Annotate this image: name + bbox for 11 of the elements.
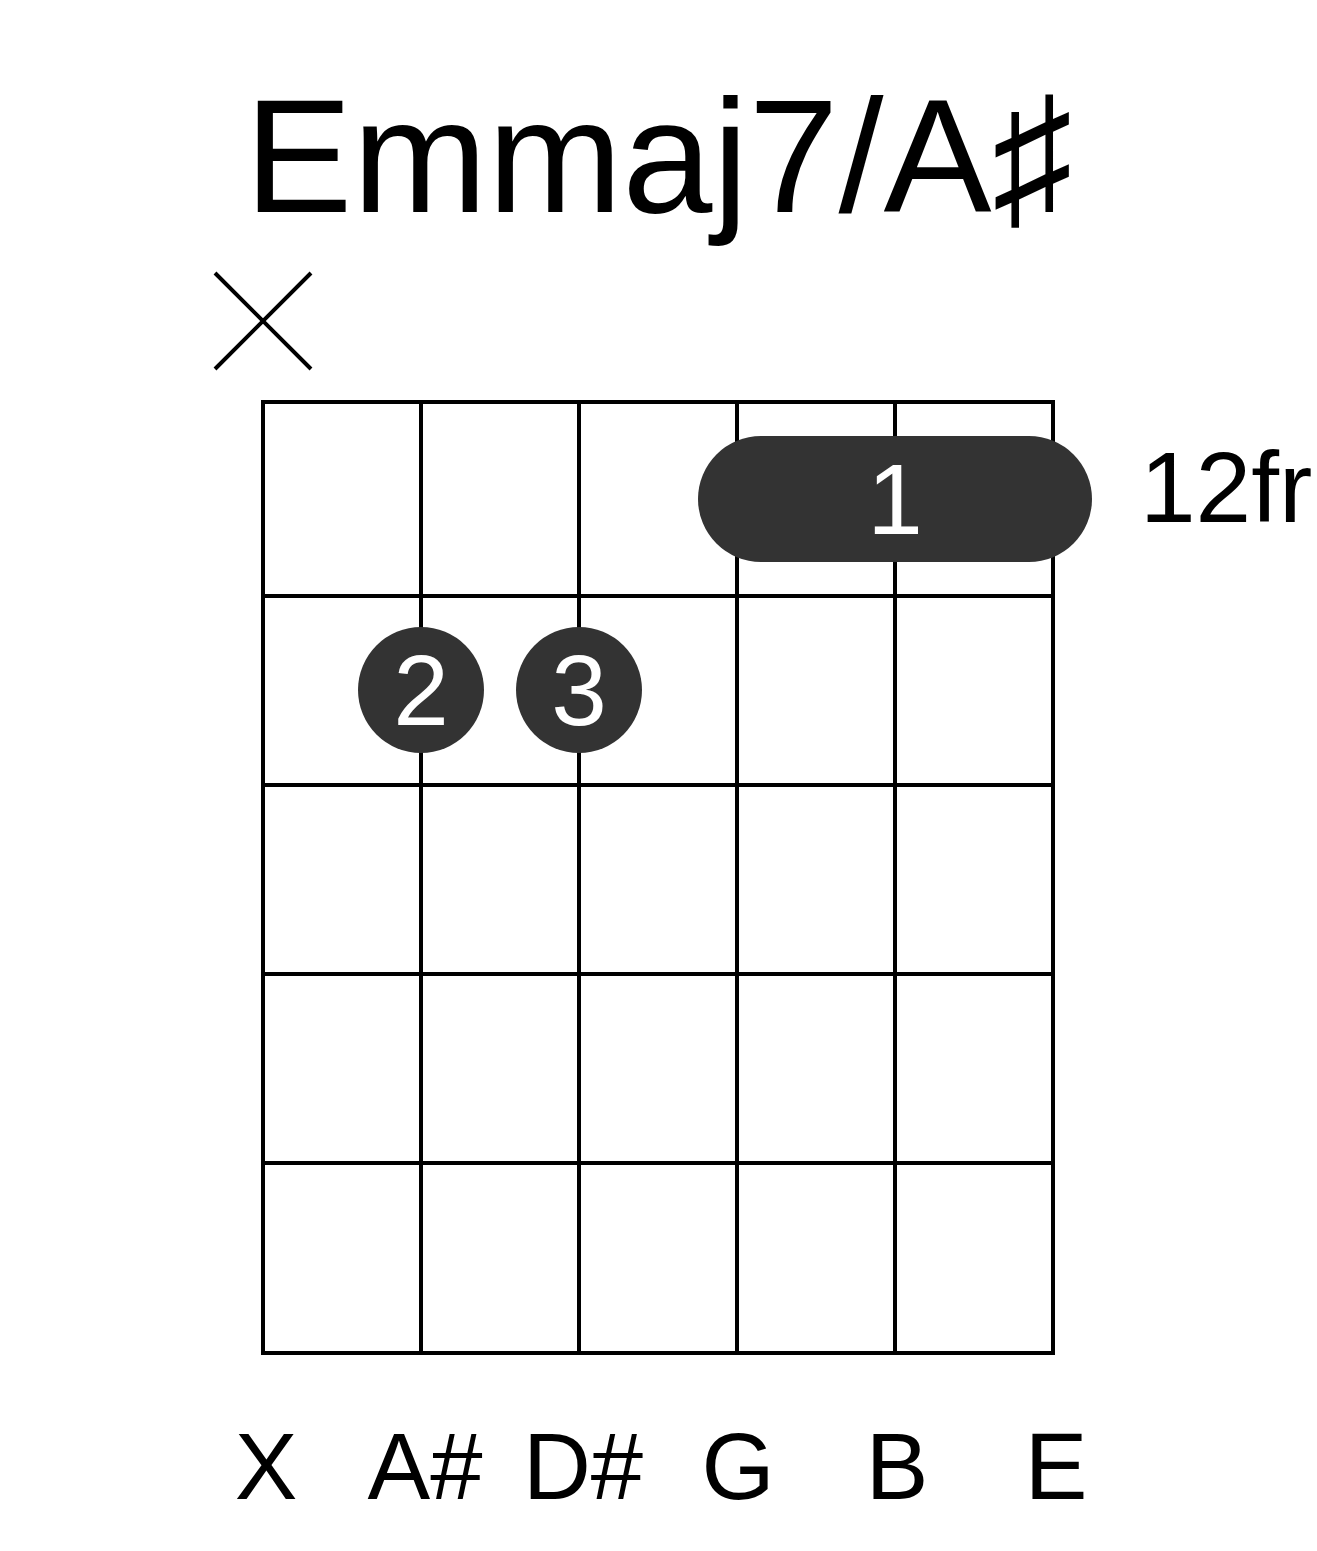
chord-title: Emmaj7/A♯ [243,64,1074,248]
finger-number: 2 [393,640,449,740]
string-note-label: B [865,1420,929,1514]
string-note-label: A# [367,1420,483,1514]
fret-position-label: 12fr [1140,437,1313,537]
finger-number: 1 [867,449,923,549]
string-note-label: E [1024,1420,1088,1514]
finger-number: 3 [551,640,607,740]
string-note-label: G [701,1420,775,1514]
string-note-label: D# [522,1420,644,1514]
string-note-label: X [234,1420,298,1514]
